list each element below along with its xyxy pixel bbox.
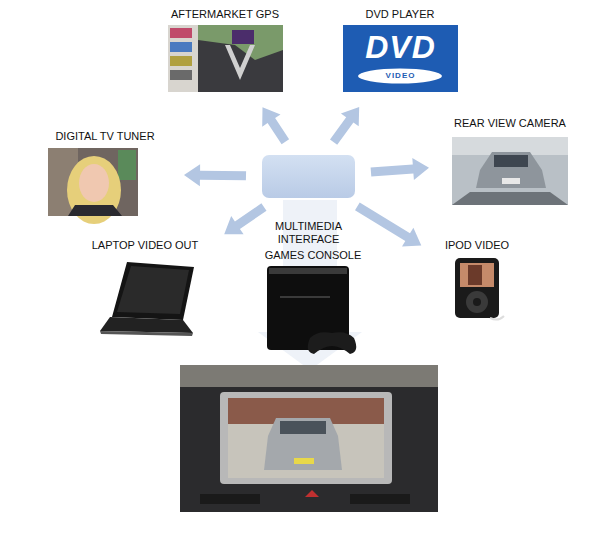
interface-box: MULTIMEDIA INTERFACE: [262, 155, 355, 198]
ipod-body: [455, 258, 499, 318]
screen-bezel: [220, 392, 392, 484]
tv-face: [79, 164, 109, 202]
console-slot: [280, 296, 330, 298]
screen-display: [228, 398, 384, 478]
dashboard-photo: [180, 365, 438, 512]
device-panel: REAR VIEW CAMERA: [445, 117, 575, 207]
tv-hair: [67, 156, 121, 224]
hazard-button: [305, 490, 319, 497]
gps-map: [198, 25, 283, 92]
device-label: REAR VIEW CAMERA: [445, 117, 575, 130]
device-label: GAMES CONSOLE: [255, 249, 371, 262]
device-panel: AFTERMARKET GPS: [162, 8, 288, 94]
device-panel: IPOD VIDEO: [435, 239, 519, 320]
dashboard-vent: [350, 494, 410, 504]
gps-figure: [232, 30, 254, 44]
ipod-wheel: [466, 291, 488, 313]
arrow-connector: [330, 107, 359, 145]
ipod-screen: [460, 263, 494, 287]
gps-screen: [168, 25, 283, 92]
arrow-connector: [262, 107, 289, 144]
ipod-earphone: [490, 316, 504, 320]
screen-car-window: [280, 421, 326, 434]
device-panel: GAMES CONSOLE: [255, 249, 371, 353]
device-label: LAPTOP VIDEO OUT: [79, 239, 211, 252]
laptop-lid: [112, 262, 194, 320]
tv-background: [118, 150, 136, 180]
gps-terrain: [198, 25, 283, 60]
camera-plate: [502, 178, 520, 184]
console-controller: [308, 332, 357, 354]
laptop-edge: [100, 331, 193, 336]
dashboard-vent: [200, 494, 260, 504]
screen-car: [264, 418, 342, 470]
gps-thumb: [170, 56, 192, 66]
camera-picture: [452, 137, 568, 205]
arrow-connector: [371, 158, 429, 180]
device-label: IPOD VIDEO: [435, 239, 519, 252]
device-label: AFTERMARKET GPS: [162, 8, 288, 21]
arrow-connector: [184, 164, 246, 186]
camera-car: [476, 152, 546, 188]
device-label: DIGITAL TV TUNER: [42, 130, 168, 143]
device-panel: DIGITAL TV TUNER: [42, 130, 168, 218]
dashboard-top: [180, 365, 438, 387]
camera-ground: [452, 192, 568, 205]
ipod-button: [473, 298, 481, 306]
dvd-logo: [343, 25, 458, 92]
device-panel: LAPTOP VIDEO OUT: [79, 239, 211, 338]
laptop-base: [100, 317, 193, 333]
tv-shirt: [68, 205, 122, 216]
console-top: [269, 268, 347, 274]
gps-thumb: [170, 70, 192, 80]
arrow-connector: [224, 203, 266, 234]
logo-text: VIDEO: [343, 71, 458, 81]
flow-arrow-shape: [258, 200, 362, 370]
ipod-screen-figure: [468, 265, 482, 285]
gps-thumb: [170, 42, 192, 52]
arrow-connector: [355, 203, 421, 247]
gps-route: [225, 45, 255, 80]
screen-plate: [294, 458, 314, 464]
gps-thumb: [170, 28, 192, 38]
logo-text: DVD: [343, 29, 458, 65]
laptop-lid-face: [117, 266, 189, 314]
interface-label: MULTIMEDIA INTERFACE: [262, 220, 355, 246]
camera-car-window: [494, 155, 528, 167]
device-label: DVD PLAYER: [337, 8, 463, 21]
